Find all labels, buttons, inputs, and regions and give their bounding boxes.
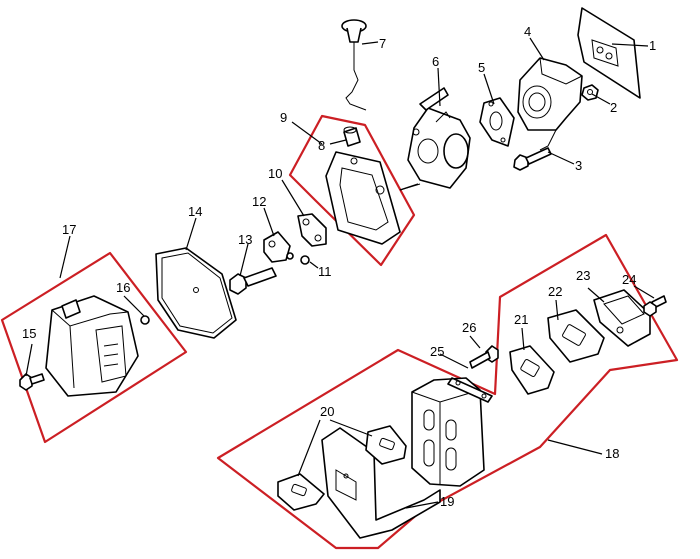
callout-5: 5	[478, 60, 485, 75]
callout-21: 21	[514, 312, 528, 327]
part-6-carburetor	[407, 87, 471, 189]
callout-16: 16	[116, 280, 130, 295]
callout-14: 14	[188, 204, 202, 219]
callout-22: 22	[548, 284, 562, 299]
part-12-bracket	[263, 231, 294, 263]
callout-2: 2	[610, 100, 617, 115]
part-14-air-filter	[155, 247, 237, 339]
highlight-group-muffler	[216, 233, 679, 550]
callout-19: 19	[440, 494, 454, 509]
part-7-primer-rod	[341, 19, 367, 111]
part-21-gasket	[509, 345, 555, 395]
leader-lines	[25, 37, 655, 509]
callout-3: 3	[575, 158, 582, 173]
callout-12: 12	[252, 194, 266, 209]
part-15-screw	[19, 373, 45, 391]
callout-24: 24	[622, 272, 636, 287]
callout-15: 15	[22, 326, 36, 341]
part-17-air-cover	[45, 295, 139, 397]
callout-18: 18	[605, 446, 619, 461]
part-16-washer	[140, 315, 150, 325]
part-22-gasket	[547, 309, 605, 363]
highlight-group-carb-spacer	[288, 114, 416, 267]
callout-labels: 1 2 3 4 5 6 7 8 9 10 11 12 13 14 15 16 1…	[22, 24, 656, 509]
callout-11: 11	[318, 264, 332, 279]
part-25-plate	[447, 377, 493, 403]
callout-7: 7	[379, 36, 386, 51]
part-20-gasket-upper	[365, 425, 407, 465]
part-24-screw	[643, 295, 667, 317]
callout-17: 17	[62, 222, 76, 237]
part-10-bracket	[297, 213, 327, 247]
highlight-group-air-cover	[0, 251, 188, 444]
part-19-heat-shield	[321, 427, 441, 539]
callout-26: 26	[462, 320, 476, 335]
callout-13: 13	[238, 232, 252, 247]
part-23-flange	[593, 289, 651, 347]
callout-10: 10	[268, 166, 282, 181]
callout-8: 8	[318, 138, 325, 153]
part-1-gasket	[577, 7, 641, 99]
part-20-gasket-lower	[277, 473, 325, 511]
part-5-gasket	[479, 97, 515, 147]
callout-6: 6	[432, 54, 439, 69]
callout-4: 4	[524, 24, 531, 39]
part-3-bolt	[513, 147, 552, 171]
muffler-body	[411, 377, 485, 487]
callout-25: 25	[430, 344, 444, 359]
part-11-washer	[300, 255, 310, 265]
part-2-nut	[581, 84, 599, 101]
callout-20: 20	[320, 404, 334, 419]
callout-9: 9	[280, 110, 287, 125]
callout-23: 23	[576, 268, 590, 283]
part-4-intake-manifold	[517, 57, 583, 151]
part-8-collar	[343, 126, 361, 147]
part-13-bolt	[229, 267, 277, 295]
part-26-bolt	[469, 345, 499, 369]
callout-1: 1	[649, 38, 656, 53]
